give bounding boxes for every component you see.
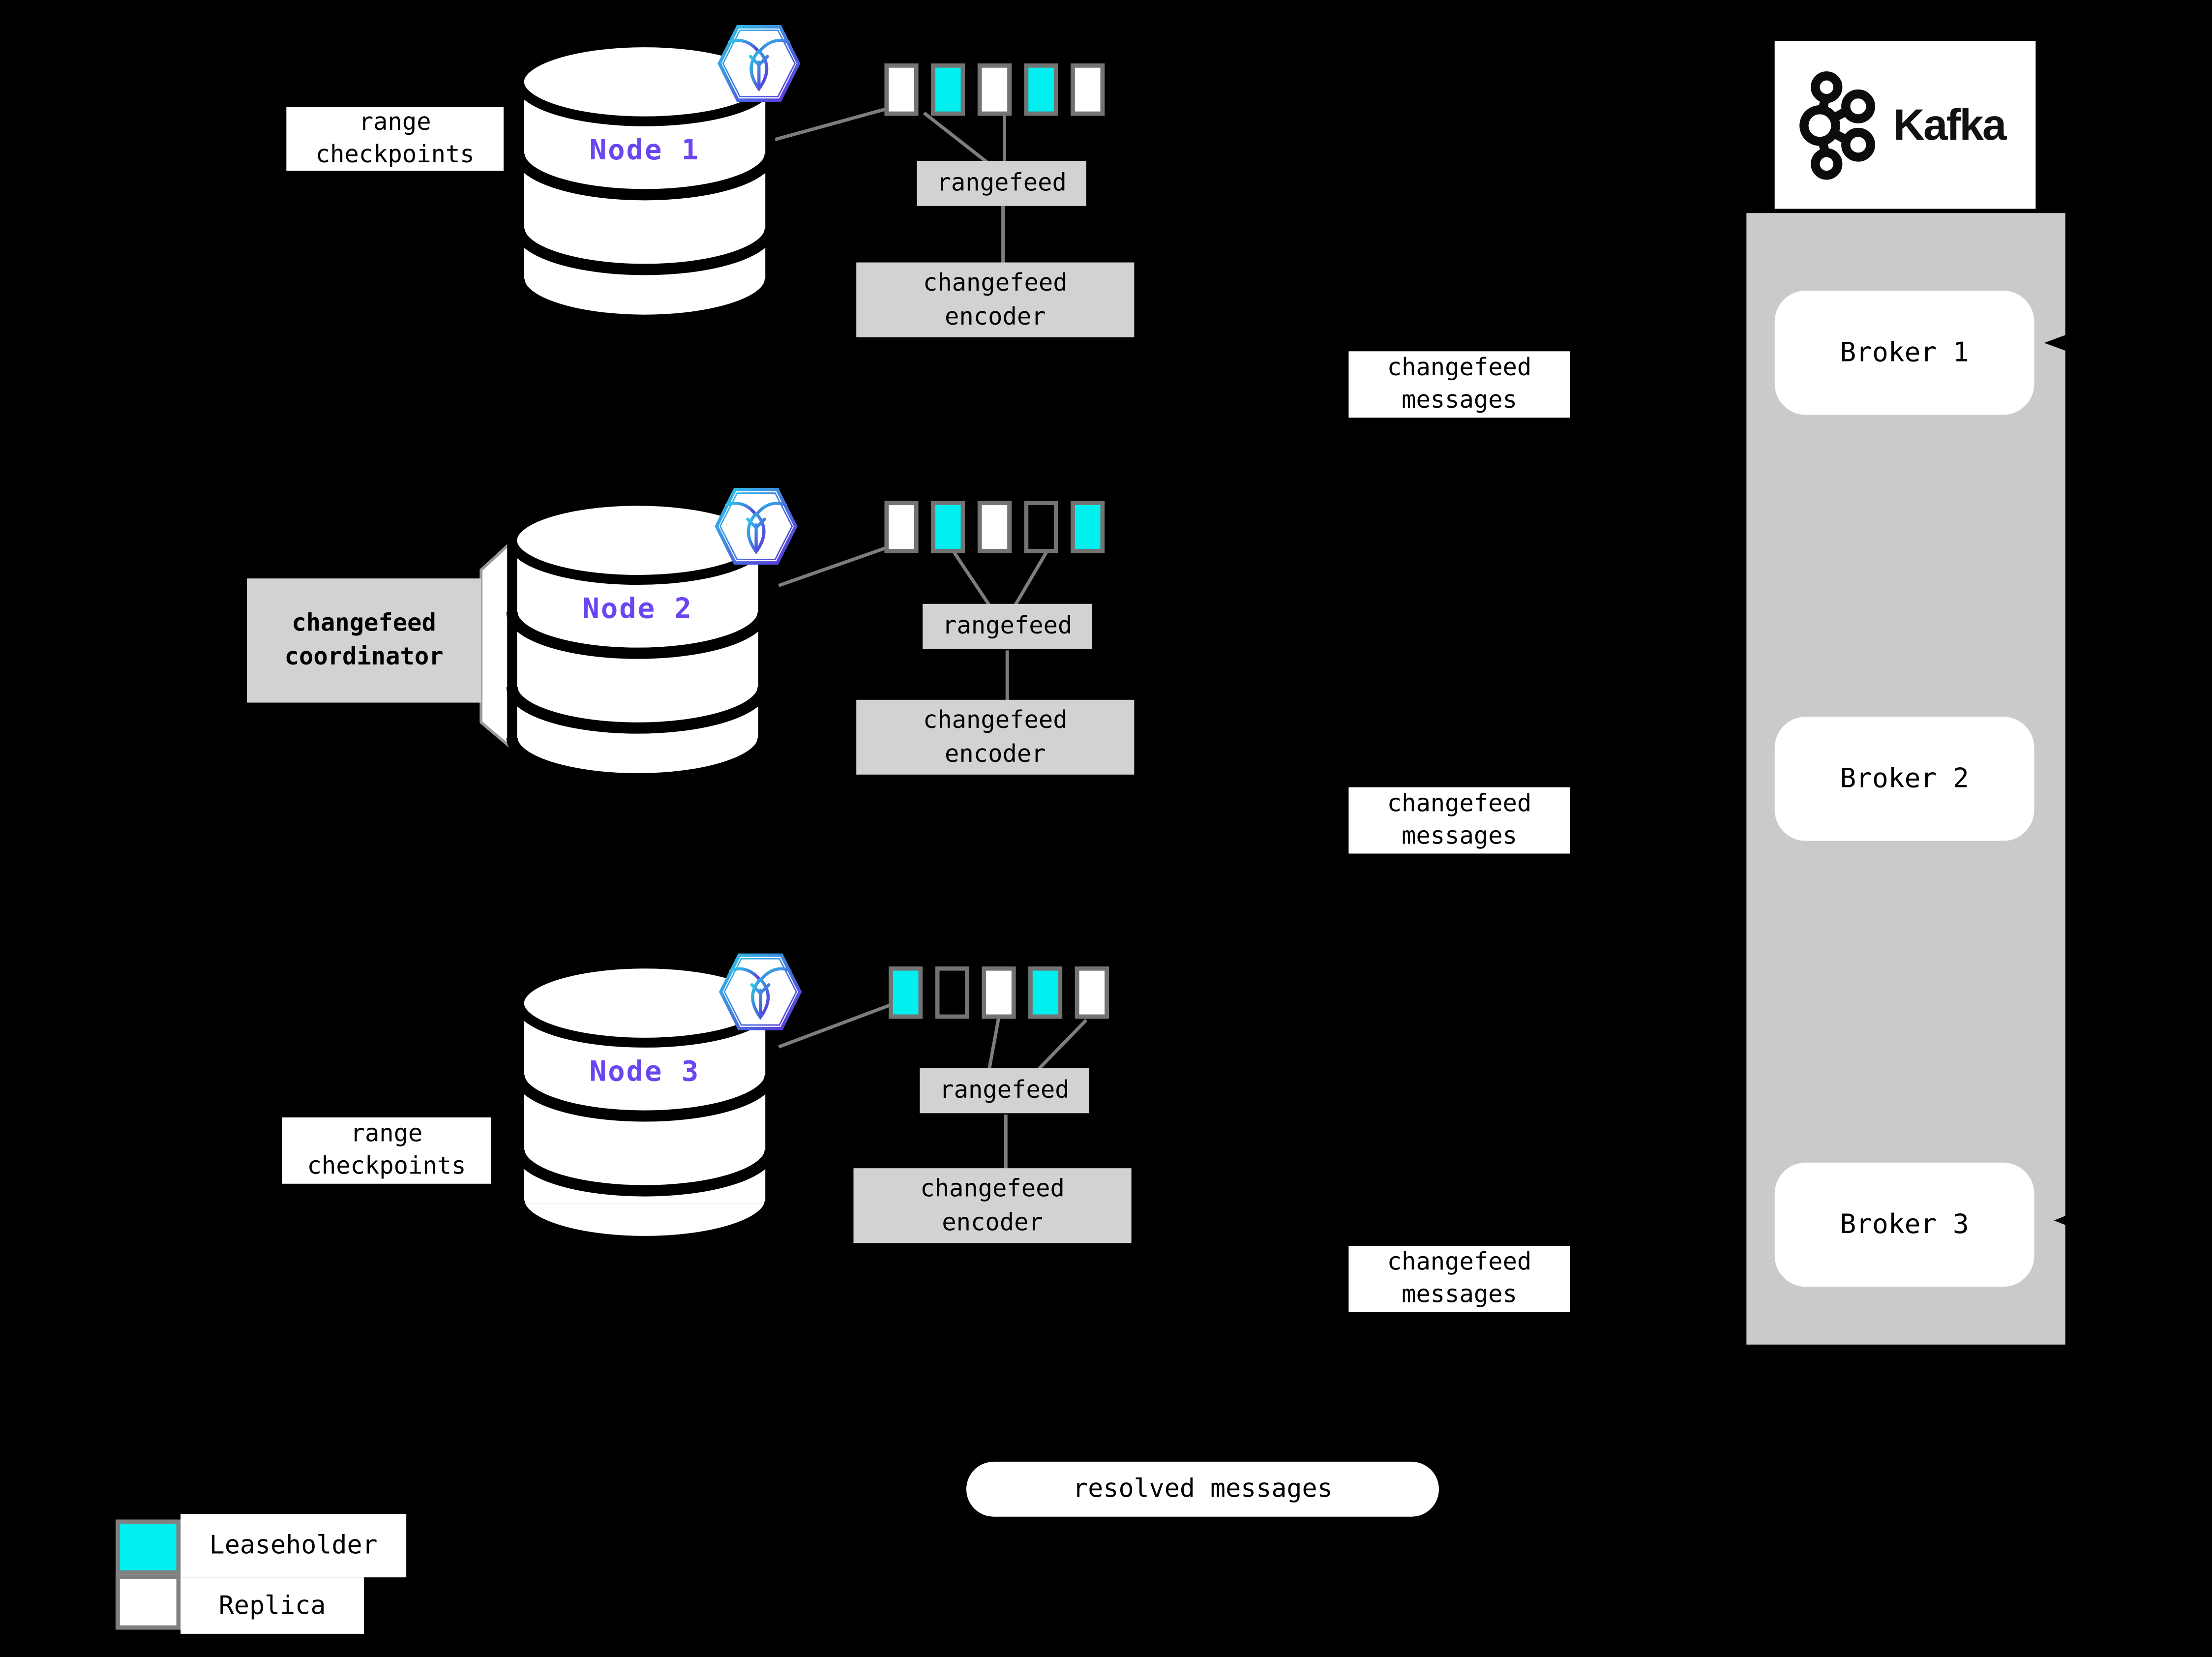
checkpoints-label-line1: range	[359, 108, 431, 136]
node3-label: Node 3	[589, 1054, 700, 1088]
encoder-label-line1: changefeed	[923, 706, 1068, 735]
kafka-icon	[1799, 70, 1875, 180]
node3-cockroachdb-icon	[719, 953, 802, 1030]
range-bar-replica	[977, 501, 1012, 553]
range-bar-leaseholder	[1024, 63, 1058, 116]
legend-leaseholder-swatch	[116, 1519, 181, 1575]
node1-rangefeed-box: rangefeed	[917, 161, 1086, 206]
range-bar-leaseholder	[931, 501, 965, 553]
encoder-label-line2: encoder	[945, 302, 1046, 331]
legend-replica-label: Replica	[218, 1591, 326, 1621]
node2-range-bars	[884, 501, 1105, 553]
node3-range-checkpoints-box: range checkpoints	[282, 1117, 491, 1184]
node3-changefeed-encoder-box: changefeed encoder	[853, 1168, 1132, 1243]
coordinator-label-line2: coordinator	[284, 643, 444, 672]
messages-label-line2: messages	[1402, 821, 1517, 850]
node2-cockroachdb-icon	[715, 487, 798, 565]
range-bar-replica	[982, 966, 1016, 1019]
broker-1-label: Broker 1	[1840, 337, 1969, 368]
checkpoints-label-line2: checkpoints	[315, 140, 475, 169]
legend-leaseholder-label-box: Leaseholder	[180, 1514, 407, 1578]
node1-rangefeed-label: rangefeed	[936, 169, 1067, 198]
node1-database-cylinder-icon	[513, 37, 776, 326]
range-bar-replica	[884, 501, 919, 553]
broker-3-box: Broker 3	[1774, 1162, 2034, 1287]
encoder-label-line2: encoder	[945, 740, 1046, 768]
messages-label-line2: messages	[1402, 1280, 1517, 1309]
coordinator-label-line1: changefeed	[292, 609, 436, 638]
node1-range-bars	[884, 63, 1105, 116]
messages-label-line1: changefeed	[1387, 353, 1532, 382]
node1-range-checkpoints-box: range checkpoints	[286, 107, 504, 171]
node3-rangefeed-label: rangefeed	[939, 1076, 1070, 1105]
messages-label-line1: changefeed	[1387, 1248, 1532, 1276]
node1-changefeed-messages-box: changefeed messages	[1348, 351, 1570, 418]
resolved-messages-pill: resolved messages	[966, 1461, 1439, 1517]
node2-label: Node 2	[582, 591, 693, 625]
node2-rangefeed-label: rangefeed	[942, 612, 1073, 641]
node2-changefeed-encoder-box: changefeed encoder	[856, 699, 1135, 775]
legend-replica-label-box: Replica	[180, 1577, 364, 1634]
range-bar-leaseholder	[889, 966, 923, 1019]
checkpoints-label-line2: checkpoints	[307, 1152, 466, 1180]
encoder-label-line2: encoder	[942, 1208, 1043, 1237]
legend-leaseholder-label: Leaseholder	[209, 1531, 378, 1561]
broker-1-box: Broker 1	[1774, 290, 2034, 415]
legend-replica-swatch	[116, 1574, 181, 1630]
node1-label: Node 1	[589, 132, 700, 167]
range-bar-replica	[1071, 63, 1105, 116]
resolved-messages-label: resolved messages	[1073, 1474, 1333, 1504]
range-bar-leaseholder	[1071, 501, 1105, 553]
messages-label-line2: messages	[1402, 386, 1517, 414]
broker-3-label: Broker 3	[1840, 1209, 1969, 1240]
node3-rangefeed-box: rangefeed	[920, 1068, 1089, 1114]
node2-database-cylinder-icon	[506, 496, 769, 784]
range-bar-replica	[884, 63, 919, 116]
encoder-label-line1: changefeed	[923, 269, 1068, 297]
kafka-logo-box: Kafka	[1774, 41, 2036, 209]
node1-cockroachdb-icon	[717, 25, 801, 102]
range-bar-replica	[1075, 966, 1109, 1019]
node2-changefeed-messages-box: changefeed messages	[1348, 787, 1570, 854]
broker-2-label: Broker 2	[1840, 763, 1969, 795]
node1-changefeed-encoder-box: changefeed encoder	[856, 262, 1135, 337]
node3-database-cylinder-icon	[513, 959, 776, 1247]
node3-changefeed-messages-box: changefeed messages	[1348, 1245, 1570, 1312]
node2-rangefeed-box: rangefeed	[923, 603, 1092, 649]
node3-range-bars	[889, 966, 1109, 1019]
range-bar-leaseholder	[1028, 966, 1063, 1019]
gray-connector-lines	[774, 107, 1088, 1171]
encoder-label-line1: changefeed	[920, 1175, 1065, 1203]
range-bar-empty	[1024, 501, 1058, 553]
range-bar-empty	[935, 966, 969, 1019]
checkpoints-label-line1: range	[350, 1119, 423, 1148]
range-bar-leaseholder	[931, 63, 965, 116]
messages-label-line1: changefeed	[1387, 789, 1532, 818]
changefeed-coordinator-box: changefeed coordinator	[247, 578, 481, 703]
kafka-title: Kafka	[1893, 99, 2007, 149]
range-bar-replica	[977, 63, 1012, 116]
broker-2-box: Broker 2	[1774, 717, 2034, 841]
